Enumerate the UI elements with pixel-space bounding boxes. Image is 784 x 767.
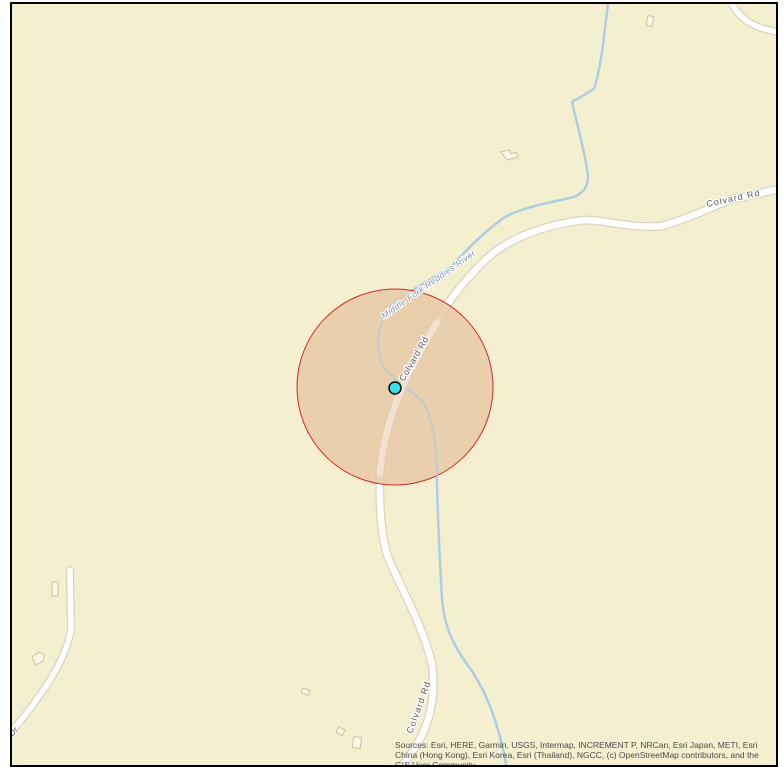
point-marker-icon[interactable]	[388, 381, 402, 395]
road-label-west: Dr	[12, 725, 20, 739]
building	[351, 735, 363, 750]
building	[51, 581, 59, 597]
road-over-buffer	[376, 318, 441, 478]
west-road[interactable]	[12, 567, 74, 735]
building	[335, 726, 346, 737]
map-canvas[interactable]: Colvard Rd Colvard Rd Colvard Rd Dr Midd…	[12, 4, 778, 767]
map-attribution: Sources: Esri, HERE, Garmin, USGS, Inter…	[395, 740, 759, 767]
map-frame[interactable]: Colvard Rd Colvard Rd Colvard Rd Dr Midd…	[10, 2, 778, 767]
building	[31, 651, 45, 666]
building	[300, 687, 311, 696]
building	[645, 15, 655, 27]
building	[500, 149, 519, 161]
northeast-road[interactable]	[729, 4, 778, 35]
buildings	[31, 15, 655, 750]
